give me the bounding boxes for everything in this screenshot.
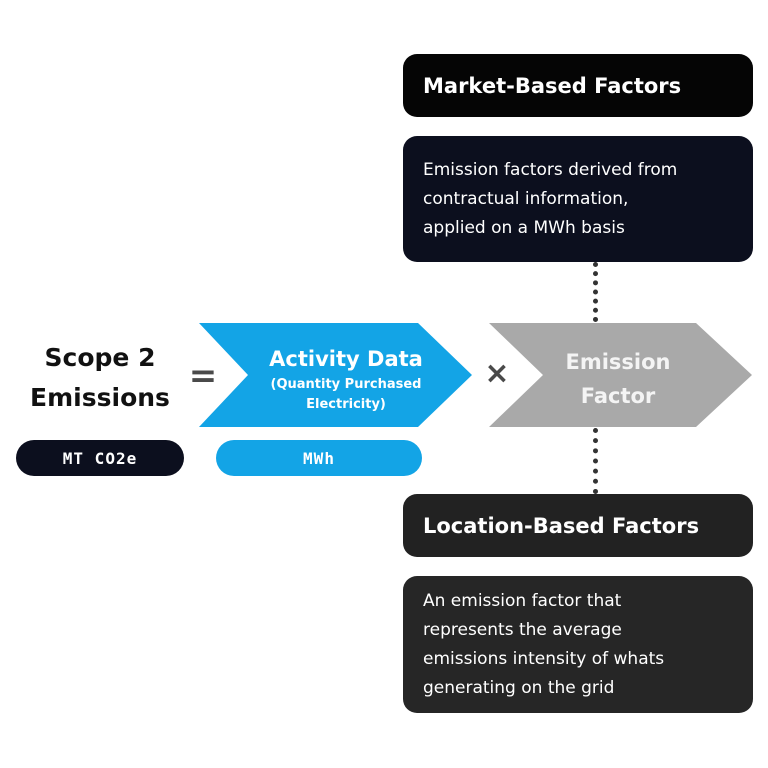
location-body-line1: An emission factor that	[423, 590, 622, 611]
activity-data-chevron	[199, 323, 472, 427]
location-based-description: An emission factor that represents the a…	[403, 576, 753, 713]
location-body-line2: represents the average	[423, 619, 622, 640]
market-body-line2: contractual information,	[423, 188, 629, 209]
emission-factor-line2: Factor	[580, 384, 656, 408]
market-based-description: Emission factors derived from contractua…	[403, 136, 753, 262]
mwh-pill: MWh	[216, 440, 422, 476]
activity-data-title: Activity Data	[269, 347, 423, 371]
mt-co2e-pill: MT CO2e	[16, 440, 184, 476]
activity-subtitle-line1: (Quantity Purchased	[270, 377, 422, 392]
location-body-line3: emissions intensity of whats	[423, 648, 665, 669]
market-body-line1: Emission factors derived from	[423, 159, 678, 180]
times-operator: ×	[484, 356, 510, 391]
equals-operator: =	[188, 356, 218, 396]
emission-factor-line1: Emission	[565, 350, 671, 374]
market-based-heading: Market-Based Factors	[403, 54, 753, 117]
location-based-heading-text: Location-Based Factors	[423, 513, 700, 538]
scope2-title-line2: Emissions	[30, 383, 170, 412]
scope2-emissions-title: Scope 2 Emissions	[14, 338, 186, 418]
market-based-heading-text: Market-Based Factors	[423, 73, 682, 98]
emission-factor-title: Emission Factor	[518, 345, 718, 413]
connector-to-market	[593, 262, 598, 322]
market-body-line3: applied on a MWh basis	[423, 217, 625, 238]
location-body-line4: generating on the grid	[423, 677, 615, 698]
scope2-title-line1: Scope 2	[44, 343, 156, 372]
activity-subtitle-line2: Electricity)	[306, 397, 386, 412]
connector-to-location	[593, 428, 598, 494]
activity-data-subtitle: (Quantity Purchased Electricity)	[236, 375, 456, 415]
emission-factor-chevron	[489, 323, 752, 427]
location-based-heading: Location-Based Factors	[403, 494, 753, 557]
